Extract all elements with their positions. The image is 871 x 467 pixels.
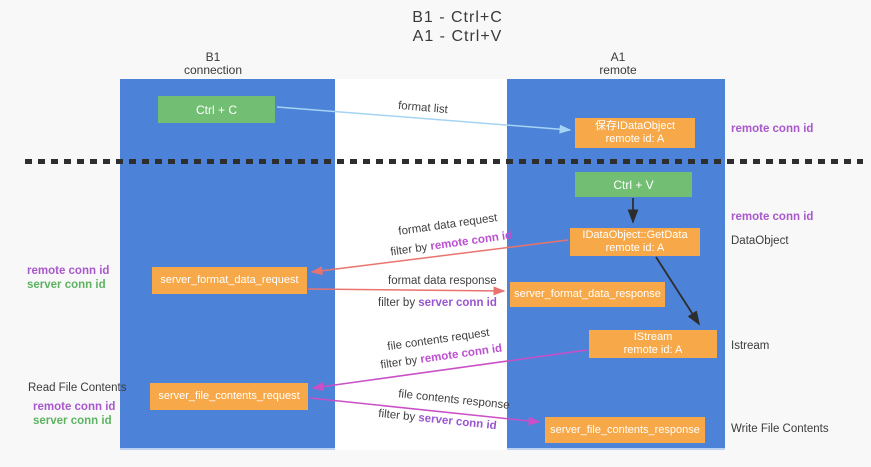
server-format-data-response-box: server_format_data_response (510, 282, 665, 307)
format-data-response-label: format data response (388, 275, 497, 287)
istream-box: IStream remote id: A (589, 330, 717, 358)
istream-label: Istream (731, 340, 770, 352)
remote-conn-id-label-right-1: remote conn id (731, 123, 814, 135)
server-file-contents-request-box: server_file_contents_request (150, 383, 308, 410)
idataobject-getdata-line2: remote id: A (605, 242, 665, 254)
write-file-contents-label: Write File Contents (731, 423, 829, 435)
column-header-b1-name: B1 (205, 50, 221, 64)
istream-line2: remote id: A (623, 344, 683, 356)
ctrl-c-box: Ctrl + C (158, 96, 275, 123)
read-file-contents-label: Read File Contents (28, 382, 127, 394)
istream-line1: IStream (633, 331, 673, 343)
remote-conn-id-label-left-2: remote conn id (33, 401, 116, 413)
diagram-title: B1 - Ctrl+C A1 - Ctrl+V (370, 8, 545, 46)
save-idataobject-box: 保存IDataObject remote id: A (575, 118, 695, 148)
remote-conn-id-label-left-1: remote conn id (27, 265, 110, 277)
format-data-response-filter-label: filter by server conn id (378, 297, 497, 309)
save-idataobject-line1: 保存IDataObject (594, 120, 676, 132)
dataobject-label: DataObject (731, 235, 789, 247)
idataobject-getdata-box: IDataObject::GetData remote id: A (570, 228, 700, 256)
column-header-a1-sub: remote (599, 63, 637, 77)
dashed-separator (25, 159, 863, 164)
remote-conn-id-label-right-2: remote conn id (731, 211, 814, 223)
save-idataobject-line2: remote id: A (605, 133, 665, 145)
column-header-a1: A1 remote (558, 51, 678, 77)
diagram-title-line2: A1 - Ctrl+V (412, 28, 503, 45)
column-header-a1-name: A1 (610, 50, 626, 64)
idataobject-getdata-line1: IDataObject::GetData (582, 229, 688, 241)
filter-by-text: filter by (378, 297, 419, 309)
column-header-b1: B1 connection (153, 51, 273, 77)
diagram-title-line1: B1 - Ctrl+C (412, 9, 503, 26)
column-header-b1-sub: connection (183, 63, 243, 77)
server-conn-id-label-left-2: server conn id (33, 415, 112, 427)
server-format-data-request-box: server_format_data_request (152, 267, 307, 294)
server-file-contents-response-box: server_file_contents_response (545, 417, 705, 443)
ctrl-v-box: Ctrl + V (575, 172, 692, 197)
server-conn-id-text: server conn id (418, 297, 497, 309)
server-conn-id-label-left-1: server conn id (27, 279, 106, 291)
